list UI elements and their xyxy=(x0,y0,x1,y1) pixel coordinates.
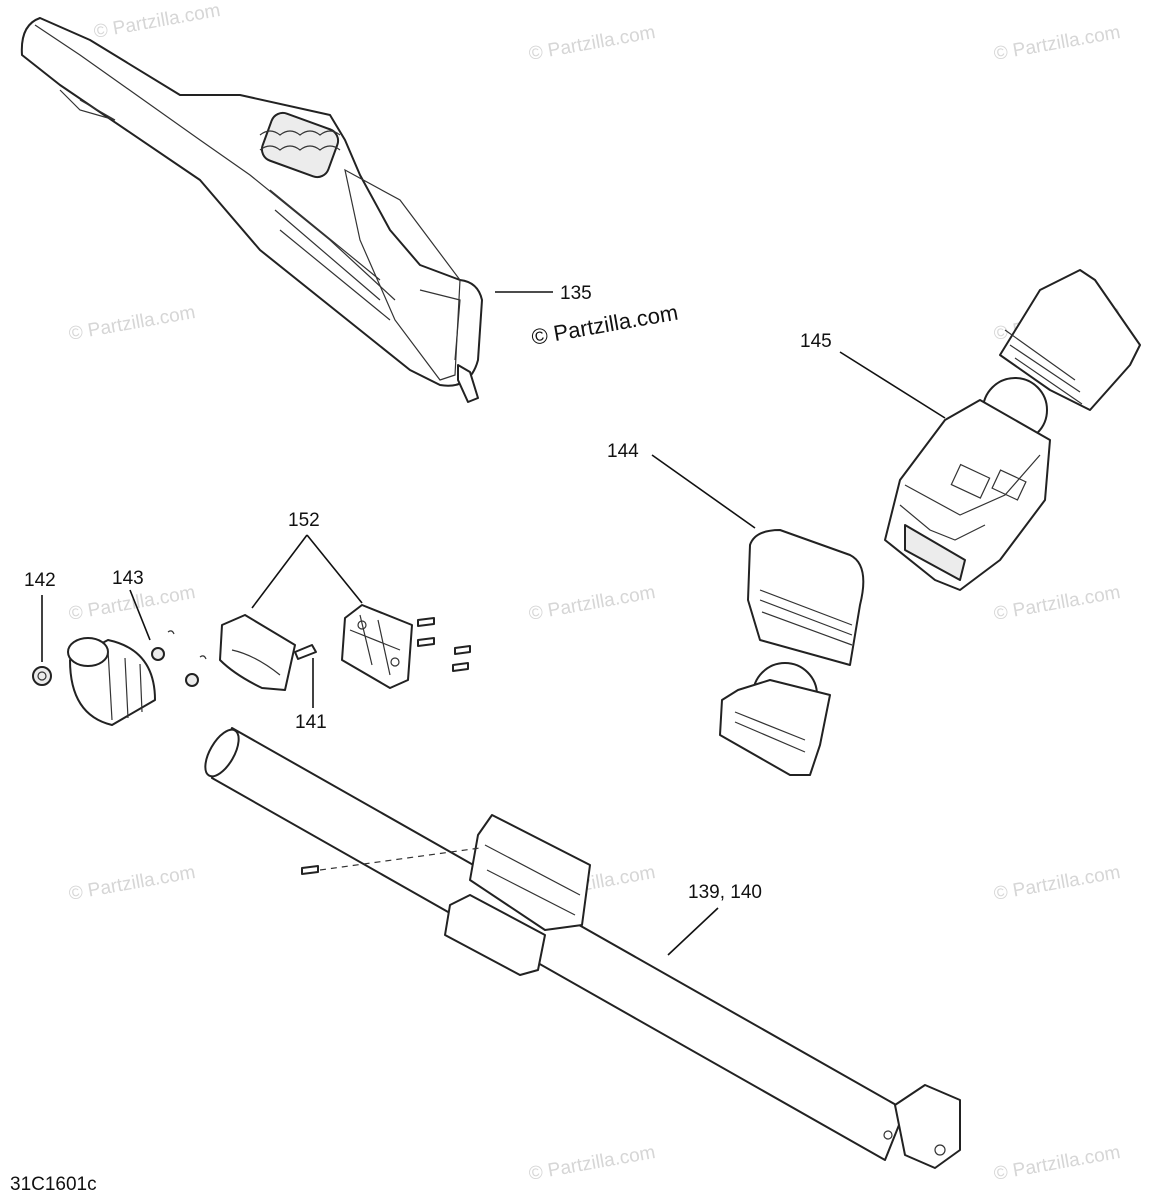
watermark: © Partzilla.com xyxy=(992,582,1122,625)
watermark: © Partzilla.com xyxy=(527,582,657,625)
watermark: © Partzilla.com xyxy=(92,0,222,43)
clamp-part-152 xyxy=(219,604,413,691)
screws xyxy=(294,617,471,875)
watermark: © Partzilla.com xyxy=(67,862,197,905)
callout-141: 141 xyxy=(295,712,327,733)
hardware-part-143 xyxy=(151,630,207,687)
callout-144: 144 xyxy=(607,441,639,462)
watermark: © Partzilla.com xyxy=(992,22,1122,65)
gun-case-part-135 xyxy=(20,17,483,403)
diagram-code: 31C1601c xyxy=(10,1174,97,1195)
leader-lines xyxy=(41,291,946,956)
watermark: © Partzilla.com xyxy=(992,1142,1122,1185)
watermark: © Partzilla.com xyxy=(67,302,197,345)
callout-135: 135 xyxy=(560,283,592,304)
watermark: © Partzilla.com xyxy=(527,22,657,65)
callout-labels: 135 145 144 152 142 143 141 139, 140 xyxy=(24,283,832,903)
callout-139-140: 139, 140 xyxy=(688,882,762,903)
tube-part-139-140 xyxy=(204,727,961,1169)
watermark: © Partzilla.com xyxy=(992,862,1122,905)
callout-145: 145 xyxy=(800,331,832,352)
callout-142: 142 xyxy=(24,570,56,591)
mount-bracket-part-144 xyxy=(719,529,865,776)
mount-bracket-part-145 xyxy=(884,269,1141,591)
nut-part-142 xyxy=(32,666,52,686)
callout-143: 143 xyxy=(112,568,144,589)
watermark: © Partzilla.com xyxy=(527,1142,657,1185)
tube-end-cap xyxy=(67,637,156,726)
copyright-notice: © Partzilla.com xyxy=(530,300,680,350)
callout-152: 152 xyxy=(288,510,320,531)
